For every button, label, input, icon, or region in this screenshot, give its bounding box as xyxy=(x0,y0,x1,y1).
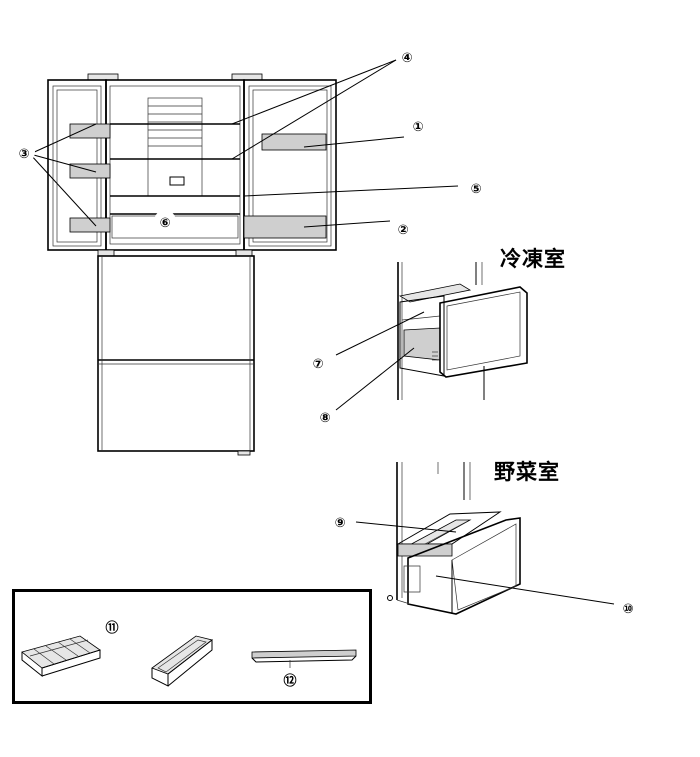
svg-text:⑥: ⑥ xyxy=(159,216,170,231)
refrigerator-front xyxy=(47,73,337,456)
tray-plate xyxy=(251,649,357,663)
svg-text:⑦: ⑦ xyxy=(312,357,323,372)
freezer-heading: 冷凍室 xyxy=(500,247,566,271)
callout-1: ① xyxy=(407,114,429,136)
callout-4: ④ xyxy=(396,45,418,67)
right-door-pocket-1 xyxy=(261,133,327,151)
svg-text:⑪: ⑪ xyxy=(105,620,118,636)
freezer-door xyxy=(439,286,528,378)
callout-2: ② xyxy=(392,217,414,239)
callout-3: ③ xyxy=(13,141,35,163)
leader-9 xyxy=(355,521,457,533)
svg-text:②: ② xyxy=(397,223,408,238)
svg-text:⑨: ⑨ xyxy=(334,516,345,531)
main-leaders xyxy=(29,59,459,228)
svg-text:⑫: ⑫ xyxy=(283,673,296,689)
callout-8: ⑧ xyxy=(314,405,336,427)
leader-8 xyxy=(335,347,415,411)
callout-9: ⑨ xyxy=(329,510,351,532)
freezer-drawer-detail xyxy=(397,262,528,400)
callout-12: ⑫ xyxy=(279,668,301,690)
svg-text:⑩: ⑩ xyxy=(622,602,633,617)
callout-5: ⑤ xyxy=(465,176,487,198)
leader-7 xyxy=(335,311,425,356)
vegetable-drawer-detail xyxy=(387,462,521,615)
left-door-pocket-3 xyxy=(69,217,111,233)
leader-10 xyxy=(435,575,615,605)
vegetable-case xyxy=(397,543,453,557)
lower-drawers xyxy=(97,255,255,452)
ice-storage-case xyxy=(151,635,213,687)
vegetable-door xyxy=(407,517,521,615)
svg-text:⑤: ⑤ xyxy=(470,182,481,197)
svg-text:⑧: ⑧ xyxy=(319,411,330,426)
vegetable-heading: 野菜室 xyxy=(494,460,560,484)
callout-11: ⑪ xyxy=(101,615,123,637)
callout-6: ⑥ xyxy=(154,210,176,232)
svg-text:③: ③ xyxy=(18,147,29,162)
freezer-case xyxy=(403,327,441,361)
left-door-pocket-1 xyxy=(69,123,111,139)
callout-10: ⑩ xyxy=(617,596,639,618)
svg-text:④: ④ xyxy=(401,51,412,66)
callout-7: ⑦ xyxy=(307,351,329,373)
svg-text:①: ① xyxy=(412,120,423,135)
right-door-pocket-2 xyxy=(243,215,327,239)
accessories-box xyxy=(12,589,372,704)
ice-tray xyxy=(21,635,101,678)
